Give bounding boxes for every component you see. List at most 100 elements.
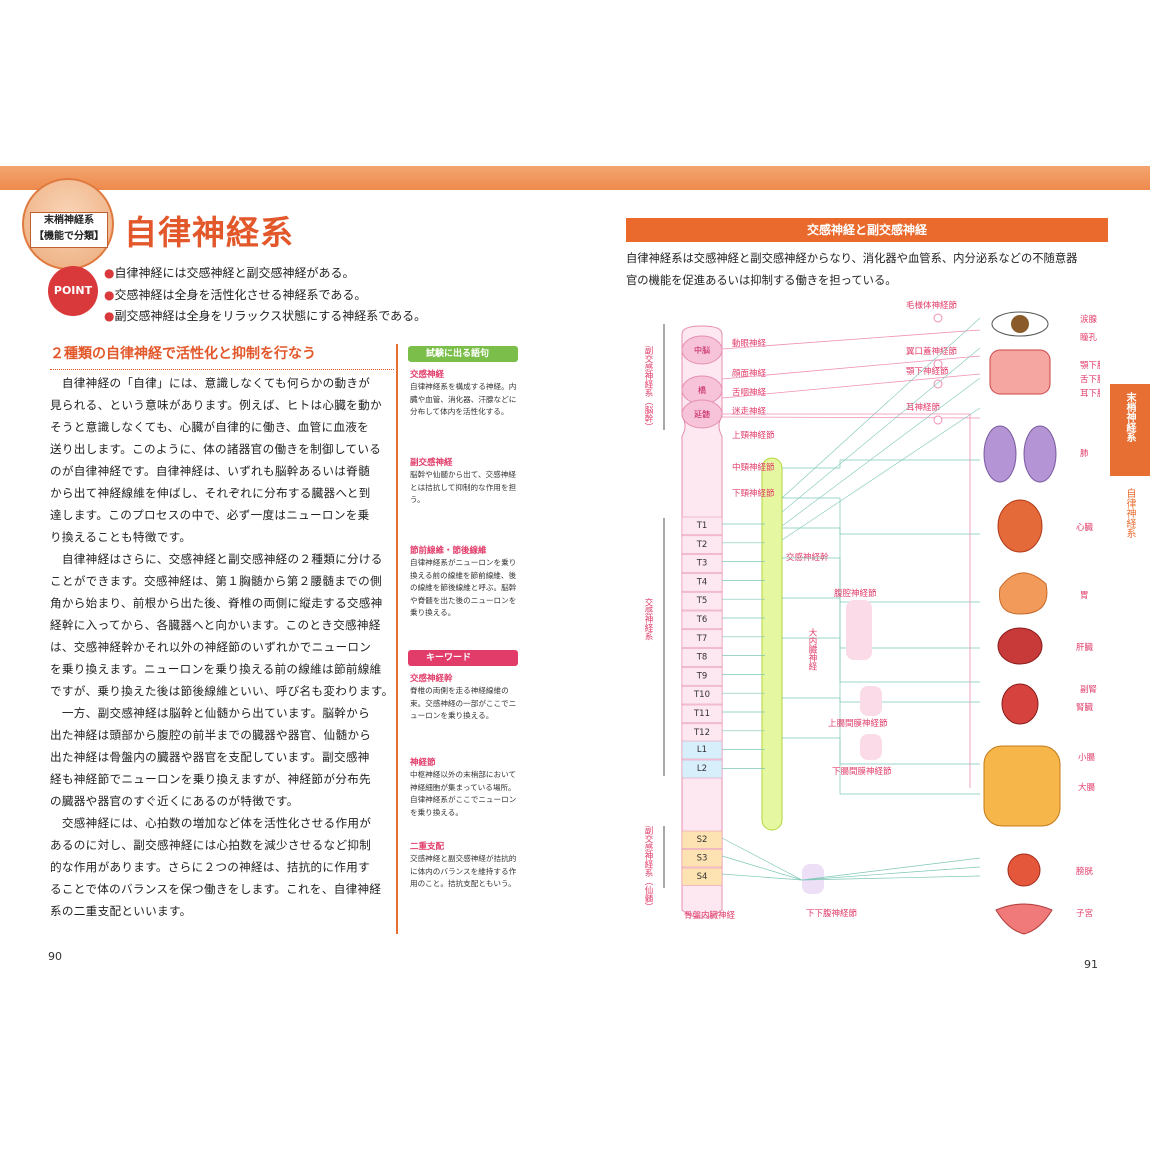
organ-label: 肝臓 [1076, 642, 1094, 653]
body-line: 自律神経の「自律」には、意識しなくても何らかの動きが [50, 376, 371, 390]
thoracic-segment [681, 667, 723, 686]
abdominal-ganglion-label: 下腸間膜神経節 [832, 766, 892, 777]
group-label: 副交感神経系（仙髄） [643, 825, 653, 911]
cervical-ganglion-label: 上頸神経節 [732, 430, 775, 441]
category-line2: 【機能で分類】 [34, 231, 104, 242]
side-tab [1110, 384, 1150, 476]
thoracic-segment [681, 648, 723, 667]
brainstem-label: 延髄 [694, 409, 710, 419]
body-line: は、交感神経幹かそれ以外の神経節のいずれかでニューロン [50, 640, 372, 654]
sacral-segment [681, 830, 723, 849]
page-number-right: 91 [1084, 958, 1098, 971]
thoracic-segment [681, 629, 723, 648]
celiac-ganglion-shape [846, 600, 872, 660]
body-line: 自律神経はさらに、交感神経と副交感神経の２種類に分ける [50, 552, 383, 566]
thoracic-label: T4 [696, 577, 708, 587]
organ-label: 副腎 [1080, 684, 1098, 695]
body-line: の臓器や器官のすぐ近くにあるのが特徴です。 [50, 794, 299, 808]
body-line: 達します。このプロセスの中で、必ず一度はニューロンを乗 [50, 508, 370, 522]
body-line: 角から始まり、前根から出た後、脊椎の両側に縦走する交感神 [50, 596, 383, 610]
ganglion-node [933, 313, 943, 323]
mouth-icon [989, 349, 1051, 395]
thoracic-segment [681, 610, 723, 630]
organ-label: 心臓 [1076, 522, 1094, 533]
keyword-tag: キーワード [408, 650, 518, 666]
thoracic-segment [681, 535, 723, 554]
ganglion-node [933, 379, 943, 389]
abdominal-ganglion-label: 下下腹神経節 [806, 908, 858, 919]
pelvic-line [721, 873, 981, 881]
pelvic-line [721, 837, 981, 881]
lumbar-segment [681, 759, 723, 779]
stomach-icon [998, 572, 1048, 615]
sympathetic-trunk [761, 457, 783, 831]
head-ganglion-label: 翼口蓋神経節 [906, 346, 958, 357]
organ-label: 舌下腺 [1080, 374, 1100, 385]
liver-icon [997, 627, 1043, 665]
lumbar-segment [681, 740, 723, 760]
body-line: り換えることも特徴です。 [50, 530, 192, 544]
body-line: ことができます。交感神経は、第１胸髄から第２腰髄までの側 [50, 574, 382, 588]
ganglion-node [933, 415, 943, 425]
sidebar-term: 神経節 [410, 758, 436, 768]
page-title: 自律神経系 [124, 213, 294, 252]
organ-label: 大腸 [1078, 782, 1096, 793]
thoracic-label: T7 [696, 634, 708, 644]
nervous-system-diagram: 中脳橋延髄T1T2T3T4T5T6T7T8T9T10T11T12L1L2S2S3… [643, 300, 1100, 935]
sidebar-term: 交感神経幹 [410, 674, 453, 684]
intro-line: 官の機能を促進あるいは抑制する働きを担っている。 [626, 274, 897, 287]
body-line: あるのに対し、副交感神経には心拍数を減少させるなど抑制 [50, 838, 372, 852]
point-badge: POINT [48, 266, 98, 316]
cranial-nerve-label: 顔面神経 [732, 368, 767, 379]
point-item: ●交感神経は全身を活性化させる神経系である。 [104, 288, 367, 302]
cranial-nerve-label: 舌咽神経 [732, 387, 767, 398]
vagus-line [722, 413, 971, 788]
cervical-ganglion-label: 中頸神経節 [732, 462, 775, 473]
lumbar-label: L2 [697, 764, 707, 774]
cranial-nerve-line [721, 373, 981, 399]
body-line: ることで体のバランスを保つ働きをします。これを、自律神経 [50, 882, 382, 896]
thoracic-segment [681, 591, 723, 611]
page-number-left: 90 [48, 950, 62, 963]
heart-icon [997, 499, 1043, 553]
sympathetic-line [782, 697, 980, 765]
brainstem-label: 橋 [698, 385, 706, 395]
bladder-icon [1007, 853, 1041, 887]
sympathetic-line [781, 377, 981, 527]
thoracic-label: T6 [696, 615, 708, 625]
side-tab-section: 末梢神経系 [1124, 392, 1135, 442]
thoracic-label: T9 [696, 671, 708, 681]
sidebar-term: 節前線維・節後線維 [410, 546, 487, 556]
head-ganglion-label: 顎下神経節 [906, 366, 949, 377]
sympathetic-line [782, 737, 980, 795]
group-label: 交感神経系 [643, 597, 653, 640]
cervical-ganglion-label: 下頸神経節 [732, 488, 775, 499]
organ-label: 胃 [1080, 591, 1089, 601]
body-line: そうと意識しなくても、心臓が自律的に働き、血管に血液を [50, 420, 370, 434]
sacral-segment [681, 849, 723, 868]
body-line: 的な作用があります。さらに２つの神経は、拮抗的に作用す [50, 860, 370, 874]
brainstem-segment [681, 335, 723, 365]
sacral-segment [681, 867, 723, 886]
organ-label: 瞳孔 [1080, 332, 1098, 343]
body-line: 経幹に入ってから、各臓器へと向かいます。このとき交感神経 [50, 618, 381, 632]
organ-label: 膀胱 [1076, 866, 1094, 877]
body-line: 送り出します。このように、体の諸器官の働きを制御している [50, 442, 382, 456]
splanchnic-label: 大内臓神経 [807, 627, 817, 671]
sacral-label: S4 [697, 872, 708, 882]
ganglion-node [933, 359, 943, 369]
lung-left-icon [983, 425, 1017, 483]
superior-mesenteric-shape [860, 686, 882, 716]
thoracic-label: T5 [696, 596, 708, 606]
sidebar-definition: 脊椎の両側を走る神経線維の束。交感神経の一部がここでニューロンを乗り換える。 [410, 686, 517, 720]
body-line: から出て神経線維を伸ばし、それぞれに分布する臓器へと到 [50, 486, 371, 500]
brainstem-label: 中脳 [694, 345, 710, 355]
side-tab-topic: 自律神経系 [1124, 488, 1135, 538]
cranial-nerve-line [721, 329, 981, 350]
lumbar-label: L1 [697, 745, 707, 755]
abdominal-ganglion-label: 上腸間膜神経節 [828, 718, 888, 729]
head-ganglion-label: 毛様体神経節 [906, 300, 958, 311]
pelvic-line [721, 855, 981, 881]
thoracic-segment [681, 704, 723, 724]
head-ganglion-label: 耳神経節 [906, 402, 941, 413]
